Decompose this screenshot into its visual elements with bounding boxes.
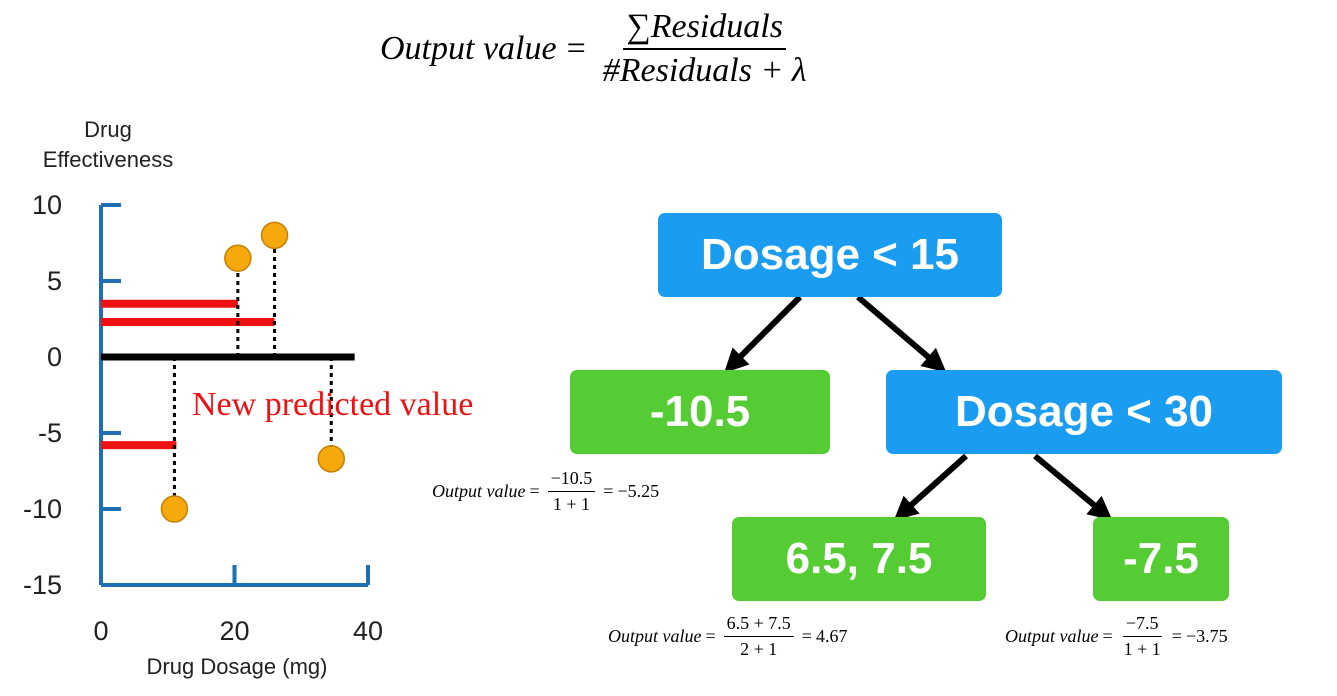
- y-tick-label: 10: [32, 190, 62, 220]
- y-tick-label: 0: [47, 342, 62, 372]
- drug-effectiveness-chart: Drug Effectiveness 10 5 0 -5 -10 -15 0 20 40 Dru…: [23, 117, 383, 679]
- y-tick-label: -15: [23, 570, 62, 600]
- formula-numerator: −10.5: [547, 468, 596, 492]
- leaf-left: -10.5: [570, 370, 830, 454]
- data-point: [260, 221, 289, 250]
- arrow-root-to-right: [856, 294, 947, 373]
- data-point: [160, 495, 189, 523]
- new-predicted-value-label: New predicted value: [192, 386, 474, 423]
- formula-denominator: 2 + 1: [740, 639, 778, 659]
- leaf-left-output-formula: Output value = −10.5 1 + 1 = −5.25: [432, 468, 659, 515]
- data-point: [224, 244, 252, 272]
- x-tick-label: 0: [93, 616, 108, 646]
- formula-result: −3.75: [1185, 626, 1228, 646]
- y-axis-label-line-1: Drug: [84, 117, 132, 142]
- output-value-formula: Output value = ∑Residuals #Residuals + λ: [380, 8, 814, 90]
- formula-equals: =: [566, 30, 586, 67]
- formula-equals: =: [1171, 626, 1182, 646]
- y-tick-label: -10: [23, 494, 62, 524]
- formula-numerator: ∑Residuals: [623, 8, 786, 50]
- formula-denominator: 1 + 1: [552, 494, 591, 514]
- y-axis-label: Drug Effectiveness: [43, 117, 173, 172]
- formula-equals: =: [1102, 626, 1113, 646]
- x-axis-label: Drug Dosage (mg): [147, 654, 328, 679]
- formula-result: −5.25: [617, 481, 660, 501]
- formula-lhs: Output value: [380, 30, 557, 67]
- formula-fraction: 6.5 + 7.5 2 + 1: [723, 613, 794, 660]
- x-tick-label: 20: [219, 616, 249, 646]
- leaf-right: -7.5: [1093, 517, 1229, 601]
- formula-equals: =: [705, 626, 716, 646]
- arrow-root-to-left: [724, 294, 803, 373]
- leaf-mid: 6.5, 7.5: [732, 517, 986, 601]
- formula-equals: =: [529, 481, 540, 501]
- root-node-dosage-lt-15: Dosage < 15: [658, 213, 1002, 297]
- y-tick-label: 5: [47, 266, 62, 296]
- formula-fraction: −10.5 1 + 1: [547, 468, 596, 515]
- formula-lhs: Output value: [608, 626, 702, 646]
- x-tick-label: 40: [353, 616, 383, 646]
- formula-lhs: Output value: [1005, 626, 1099, 646]
- formula-equals: =: [603, 481, 614, 501]
- y-tick-label: -5: [38, 418, 62, 448]
- arrow-node-to-right-leaf: [1033, 453, 1113, 521]
- formula-denominator: #Residuals + λ: [602, 52, 807, 89]
- formula-fraction: ∑Residuals #Residuals + λ: [600, 8, 810, 90]
- formula-result: 4.67: [815, 626, 848, 646]
- leaf-mid-output-formula: Output value = 6.5 + 7.5 2 + 1 = 4.67: [608, 613, 847, 660]
- formula-lhs: Output value: [432, 481, 526, 501]
- formula-numerator: −7.5: [1122, 613, 1162, 637]
- formula-denominator: 1 + 1: [1123, 639, 1161, 659]
- arrow-node-to-mid-leaf: [893, 453, 968, 521]
- y-axis-label-line-2: Effectiveness: [43, 147, 173, 172]
- data-point: [317, 445, 346, 473]
- formula-numerator: 6.5 + 7.5: [723, 613, 794, 637]
- formula-equals: =: [801, 626, 812, 646]
- formula-fraction: −7.5 1 + 1: [1121, 613, 1164, 660]
- leaf-right-output-formula: Output value = −7.5 1 + 1 = −3.75: [1005, 613, 1228, 660]
- node-dosage-lt-30: Dosage < 30: [886, 370, 1282, 454]
